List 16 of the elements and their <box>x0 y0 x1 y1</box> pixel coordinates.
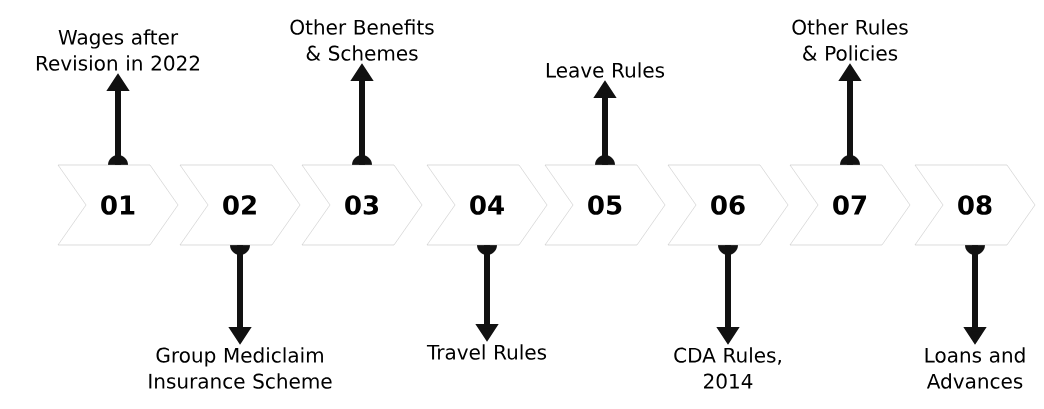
chevron-step: 05 <box>544 164 666 246</box>
chevron-step: 04 <box>426 164 548 246</box>
step-label: Loans and Advances <box>925 347 1025 389</box>
step-label: Group Mediclaim Insurance Scheme <box>149 347 332 389</box>
step-label: Travel Rules <box>426 344 547 360</box>
chevron-step: 01 <box>57 164 179 246</box>
chevron-step: 06 <box>667 164 789 246</box>
chevron-step: 03 <box>301 164 423 246</box>
step-label: Other Benefits & Schemes <box>290 19 434 61</box>
chevron-step: 08 <box>914 164 1036 246</box>
step-label: CDA Rules, 2014 <box>674 347 781 389</box>
step-label: Wages after Revision in 2022 <box>36 29 200 71</box>
chevron-step: 07 <box>789 164 911 246</box>
step-label: Other Rules & Policies <box>792 19 908 61</box>
chevron-step: 02 <box>179 164 301 246</box>
step-label: Leave Rules <box>546 62 665 78</box>
